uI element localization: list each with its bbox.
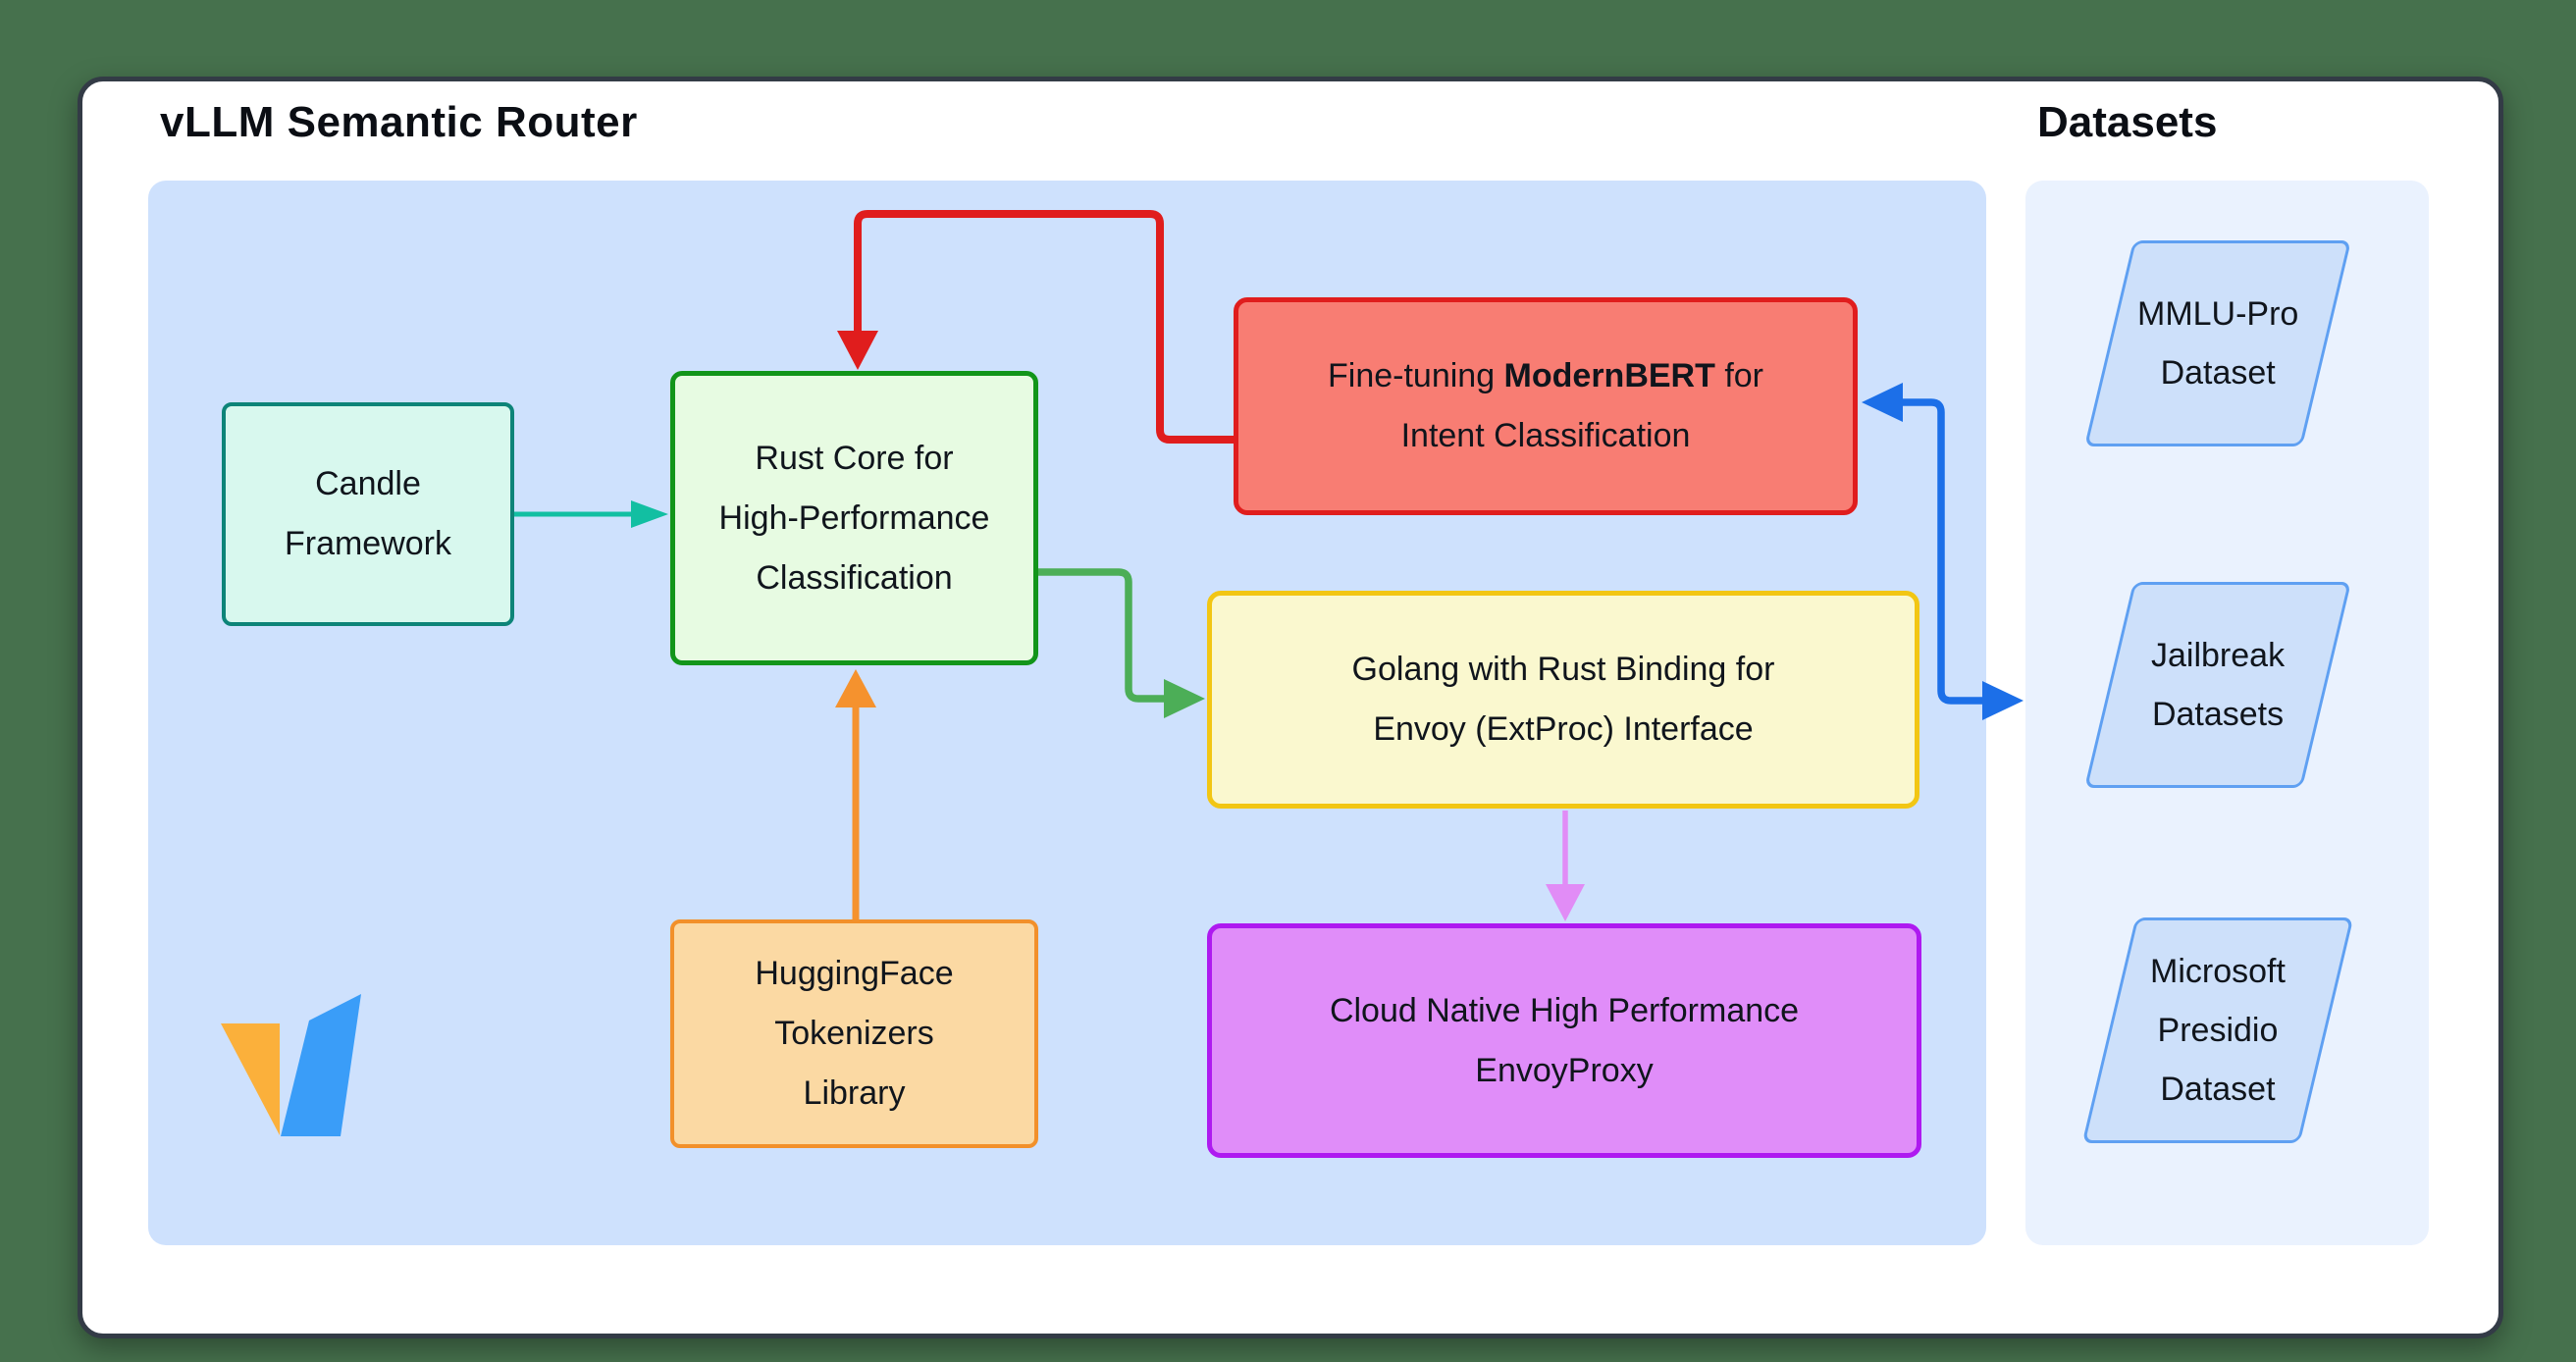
label-suffix: for <box>1714 357 1763 394</box>
dataset-label: Jailbreak Datasets <box>2151 626 2285 744</box>
node-label-line: Fine-tuning ModernBERT for <box>1328 346 1763 406</box>
dataset-label-line: Microsoft <box>2150 953 2286 990</box>
node-finetune-modernbert: Fine-tuning ModernBERT for Intent Classi… <box>1234 297 1858 515</box>
page-title: vLLM Semantic Router <box>160 98 638 146</box>
dataset-label-line: Datasets <box>2151 696 2285 733</box>
node-label-line: High-Performance <box>718 498 990 537</box>
dataset-label-line: Dataset <box>2160 1071 2276 1108</box>
node-golang-extproc: Golang with Rust Binding for Envoy (ExtP… <box>1207 591 1919 809</box>
node-label-line: Golang with Rust Binding for <box>1351 651 1775 688</box>
node-label-line: EnvoyProxy <box>1475 1051 1654 1089</box>
node-label-line: Tokenizers <box>774 1015 934 1052</box>
dataset-label-line: Jailbreak <box>2150 637 2286 674</box>
node-envoyproxy: Cloud Native High Performance EnvoyProxy <box>1207 923 1921 1158</box>
node-label-line: Classification <box>756 558 953 597</box>
node-label-line: Framework <box>284 525 452 562</box>
node-huggingface-tokenizers: HuggingFace Tokenizers Library <box>670 919 1038 1148</box>
dataset-label-line: MMLU-Pro <box>2136 295 2299 333</box>
datasets-title: Datasets <box>2037 98 2218 146</box>
dataset-label-line: Presidio <box>2157 1012 2279 1049</box>
node-label-line: HuggingFace <box>755 955 954 992</box>
node-label-line: Library <box>803 1074 906 1112</box>
label-bold: ModernBERT <box>1503 357 1715 394</box>
dataset-label-line: Dataset <box>2160 354 2276 392</box>
node-rust-core: Rust Core for High-Performance Classific… <box>670 371 1038 665</box>
node-candle-framework: Candle Framework <box>222 402 514 626</box>
dataset-label: Microsoft Presidio Dataset <box>2150 942 2286 1119</box>
label-prefix: Fine-tuning <box>1328 357 1504 394</box>
node-label-line: Rust Core for <box>755 439 954 477</box>
dataset-label: MMLU-Pro Dataset <box>2137 285 2298 402</box>
node-label-line: Candle <box>315 465 421 502</box>
node-label-line: Envoy (ExtProc) Interface <box>1373 710 1754 748</box>
node-label-line: Cloud Native High Performance <box>1329 991 1800 1029</box>
node-label-line: Intent Classification <box>1400 417 1691 454</box>
